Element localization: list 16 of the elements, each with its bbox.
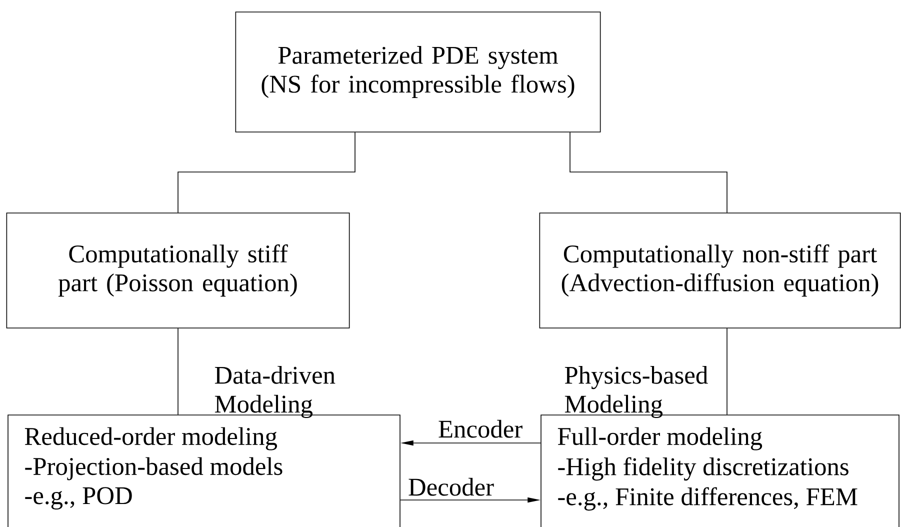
connector-line	[570, 132, 728, 213]
process-box: Computationally stiff part (Poisson equation)	[6, 212, 350, 328]
connector-line	[178, 132, 356, 213]
connector-line	[726, 328, 728, 415]
process-box: Parameterized PDE system (NS for incompressible flows)	[235, 12, 601, 132]
box-text: Reduced-order modeling	[24, 427, 277, 450]
process-box: Computationally non-stiff part (Advection-diffusion equation)	[539, 212, 901, 328]
box-text: -High fidelity discretizations	[558, 457, 848, 481]
box-text: -e.g., Finite differences, FEM	[558, 487, 858, 511]
box-text: -e.g., POD	[25, 487, 132, 510]
edge-label: Encoder	[438, 420, 522, 438]
edge-label: Decoder	[408, 478, 494, 496]
edge-label: Data-driven Modeling	[214, 366, 336, 418]
box-text: -Projection-based models	[25, 457, 282, 480]
edge-label: Physics-based Modeling	[564, 366, 708, 418]
box-text: Full-order modeling	[558, 427, 762, 450]
